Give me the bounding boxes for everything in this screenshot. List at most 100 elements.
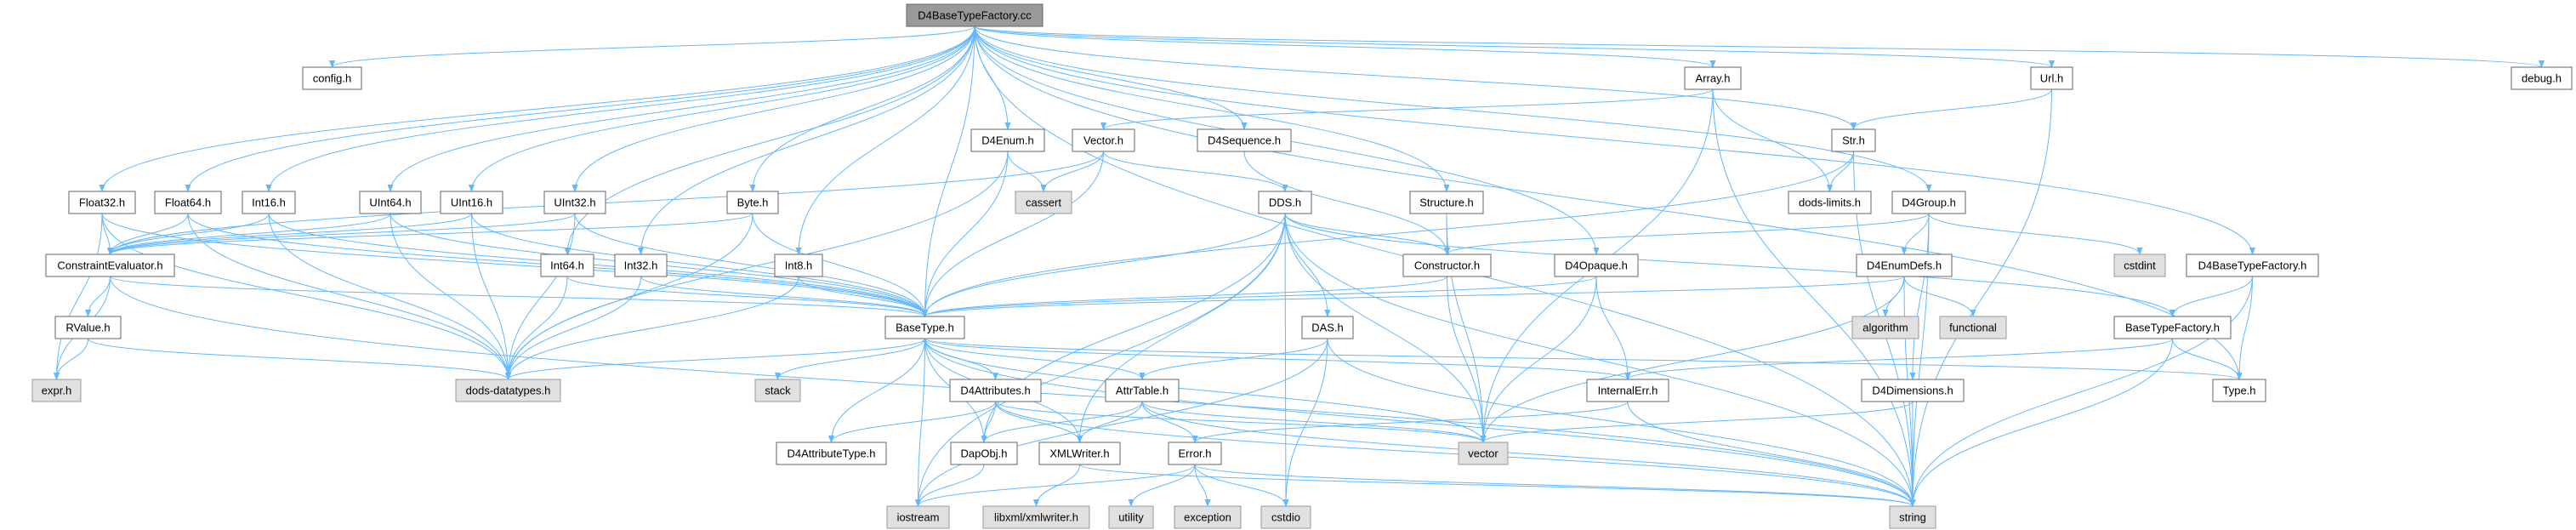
node-label: AttrTable.h [1116,385,1169,397]
node-label: D4Opaque.h [1565,259,1628,272]
edge-array-to-string [1712,88,1916,507]
node-int8[interactable]: Int8.h [774,254,823,277]
node-btf[interactable]: BaseTypeFactory.h [2113,316,2232,339]
node-internalerr[interactable]: InternalErr.h [1586,379,1669,402]
edge-byte-to-basetype [752,213,929,317]
node-box [543,191,606,214]
edge-root-to-d4enum [974,26,1011,130]
edge-d4enum-to-basetype [921,151,1009,317]
edge-basetype-to-dodsdt [505,338,925,380]
edge-attrtable-to-dapobj [981,401,1143,443]
edge-d4seq-to-constructor [1243,151,1451,255]
node-dodsdt[interactable]: dods-datatypes.h [455,379,561,402]
node-iostream[interactable]: iostream [886,505,950,529]
edge-d4group-to-d4enumdefs [1901,213,1930,255]
edge-d4enum-to-cassert [1007,151,1047,192]
node-uint64[interactable]: UInt64.h [359,191,422,214]
node-dodslimits[interactable]: dods-limits.h [1788,191,1872,214]
edge-das-to-string [1327,338,1916,507]
node-uint32[interactable]: UInt32.h [543,191,606,214]
node-int64[interactable]: Int64.h [540,254,594,277]
edge-dds-to-basetype [921,213,1286,317]
edge-basetype-to-attrtable [924,338,1146,380]
node-label: Vector.h [1083,134,1123,147]
node-uint16[interactable]: UInt16.h [440,191,503,214]
node-label: debug.h [2522,72,2562,85]
node-float32[interactable]: Float32.h [68,191,136,214]
node-box [1108,505,1154,529]
node-box [2186,254,2319,277]
node-box [359,191,422,214]
node-string[interactable]: string [1889,505,1936,529]
node-box [884,316,965,339]
node-structure[interactable]: Structure.h [1409,191,1484,214]
node-dapobj[interactable]: DapObj.h [950,442,1018,465]
node-exception[interactable]: exception [1174,505,1242,529]
node-stack[interactable]: stack [754,379,801,402]
node-str[interactable]: Str.h [1831,128,1876,152]
node-xmlwriter[interactable]: XMLWriter.h [1038,442,1121,465]
node-d4enum[interactable]: D4Enum.h [970,128,1045,152]
node-dds[interactable]: DDS.h [1258,191,1312,214]
edge-d4opaque-to-vector [1480,276,1597,443]
node-vectorh[interactable]: Vector.h [1072,128,1135,152]
node-label: Float32.h [79,197,125,209]
node-root[interactable]: D4BaseTypeFactory.cc [906,3,1043,27]
node-array[interactable]: Array.h [1684,66,1742,90]
node-attrtable[interactable]: AttrTable.h [1105,379,1180,402]
edge-basetype-to-d4attrtype [827,338,925,443]
node-d4seq[interactable]: D4Sequence.h [1197,128,1292,152]
node-libxml[interactable]: libxml/xmlwriter.h [982,505,1090,529]
node-box [1105,379,1180,402]
edge-btf-to-internalerr [1624,338,2173,380]
node-config[interactable]: config.h [302,66,362,90]
node-float64[interactable]: Float64.h [154,191,222,214]
node-rvalue[interactable]: RValue.h [54,316,122,339]
node-d4attrtype[interactable]: D4AttributeType.h [776,442,887,465]
node-box [1301,316,1354,339]
node-box [1260,505,1311,529]
node-label: D4Sequence.h [1208,134,1281,147]
edge-root-to-structure [974,26,1450,192]
edge-dds-to-string [1284,213,1916,507]
node-int32[interactable]: Int32.h [614,254,668,277]
node-typeh[interactable]: Type.h [2212,379,2266,402]
edge-dds-to-btf [1284,213,2175,317]
node-label: string [1899,511,1926,524]
node-d4dims[interactable]: D4Dimensions.h [1861,379,1965,402]
node-d4group[interactable]: D4Group.h [1891,191,1966,214]
node-consteval[interactable]: ConstraintEvaluator.h [45,254,175,277]
node-debug[interactable]: debug.h [2511,66,2573,90]
edge-error-to-iostream [915,464,1196,507]
node-algorithm[interactable]: algorithm [1851,316,1919,339]
edge-consteval-to-rvalue [84,276,111,317]
node-d4btf[interactable]: D4BaseTypeFactory.h [2186,254,2319,277]
node-functional[interactable]: functional [1939,316,2007,339]
node-d4enumdefs[interactable]: D4EnumDefs.h [1856,254,1953,277]
node-label: UInt64.h [369,197,411,209]
node-d4attrs[interactable]: D4Attributes.h [949,379,1042,402]
node-error[interactable]: Error.h [1168,442,1222,465]
node-label: DDS.h [1269,197,1301,209]
node-cassert[interactable]: cassert [1015,191,1072,214]
node-d4opaque[interactable]: D4Opaque.h [1554,254,1639,277]
edge-d4group-to-constructor [1444,213,1930,255]
node-expr[interactable]: expr.h [31,379,82,402]
node-box [1831,128,1876,152]
node-url[interactable]: Url.h [2030,66,2073,90]
node-vector[interactable]: vector [1458,442,1509,465]
edge-root-to-byte [749,26,975,192]
edge-root-to-float32 [99,26,975,192]
edge-uint16-to-dodsdt [471,213,512,380]
edge-dds-to-das [1284,213,1331,317]
node-cstdint[interactable]: cstdint [2113,254,2166,277]
node-label: D4Enum.h [981,134,1033,147]
node-basetype[interactable]: BaseType.h [884,316,965,339]
node-cstdio[interactable]: cstdio [1260,505,1311,529]
node-byte[interactable]: Byte.h [726,191,779,214]
node-constructor[interactable]: Constructor.h [1402,254,1492,277]
node-utility[interactable]: utility [1108,505,1154,529]
node-label: dods-datatypes.h [466,385,551,397]
node-das[interactable]: DAS.h [1301,316,1354,339]
node-int16[interactable]: Int16.h [242,191,296,214]
